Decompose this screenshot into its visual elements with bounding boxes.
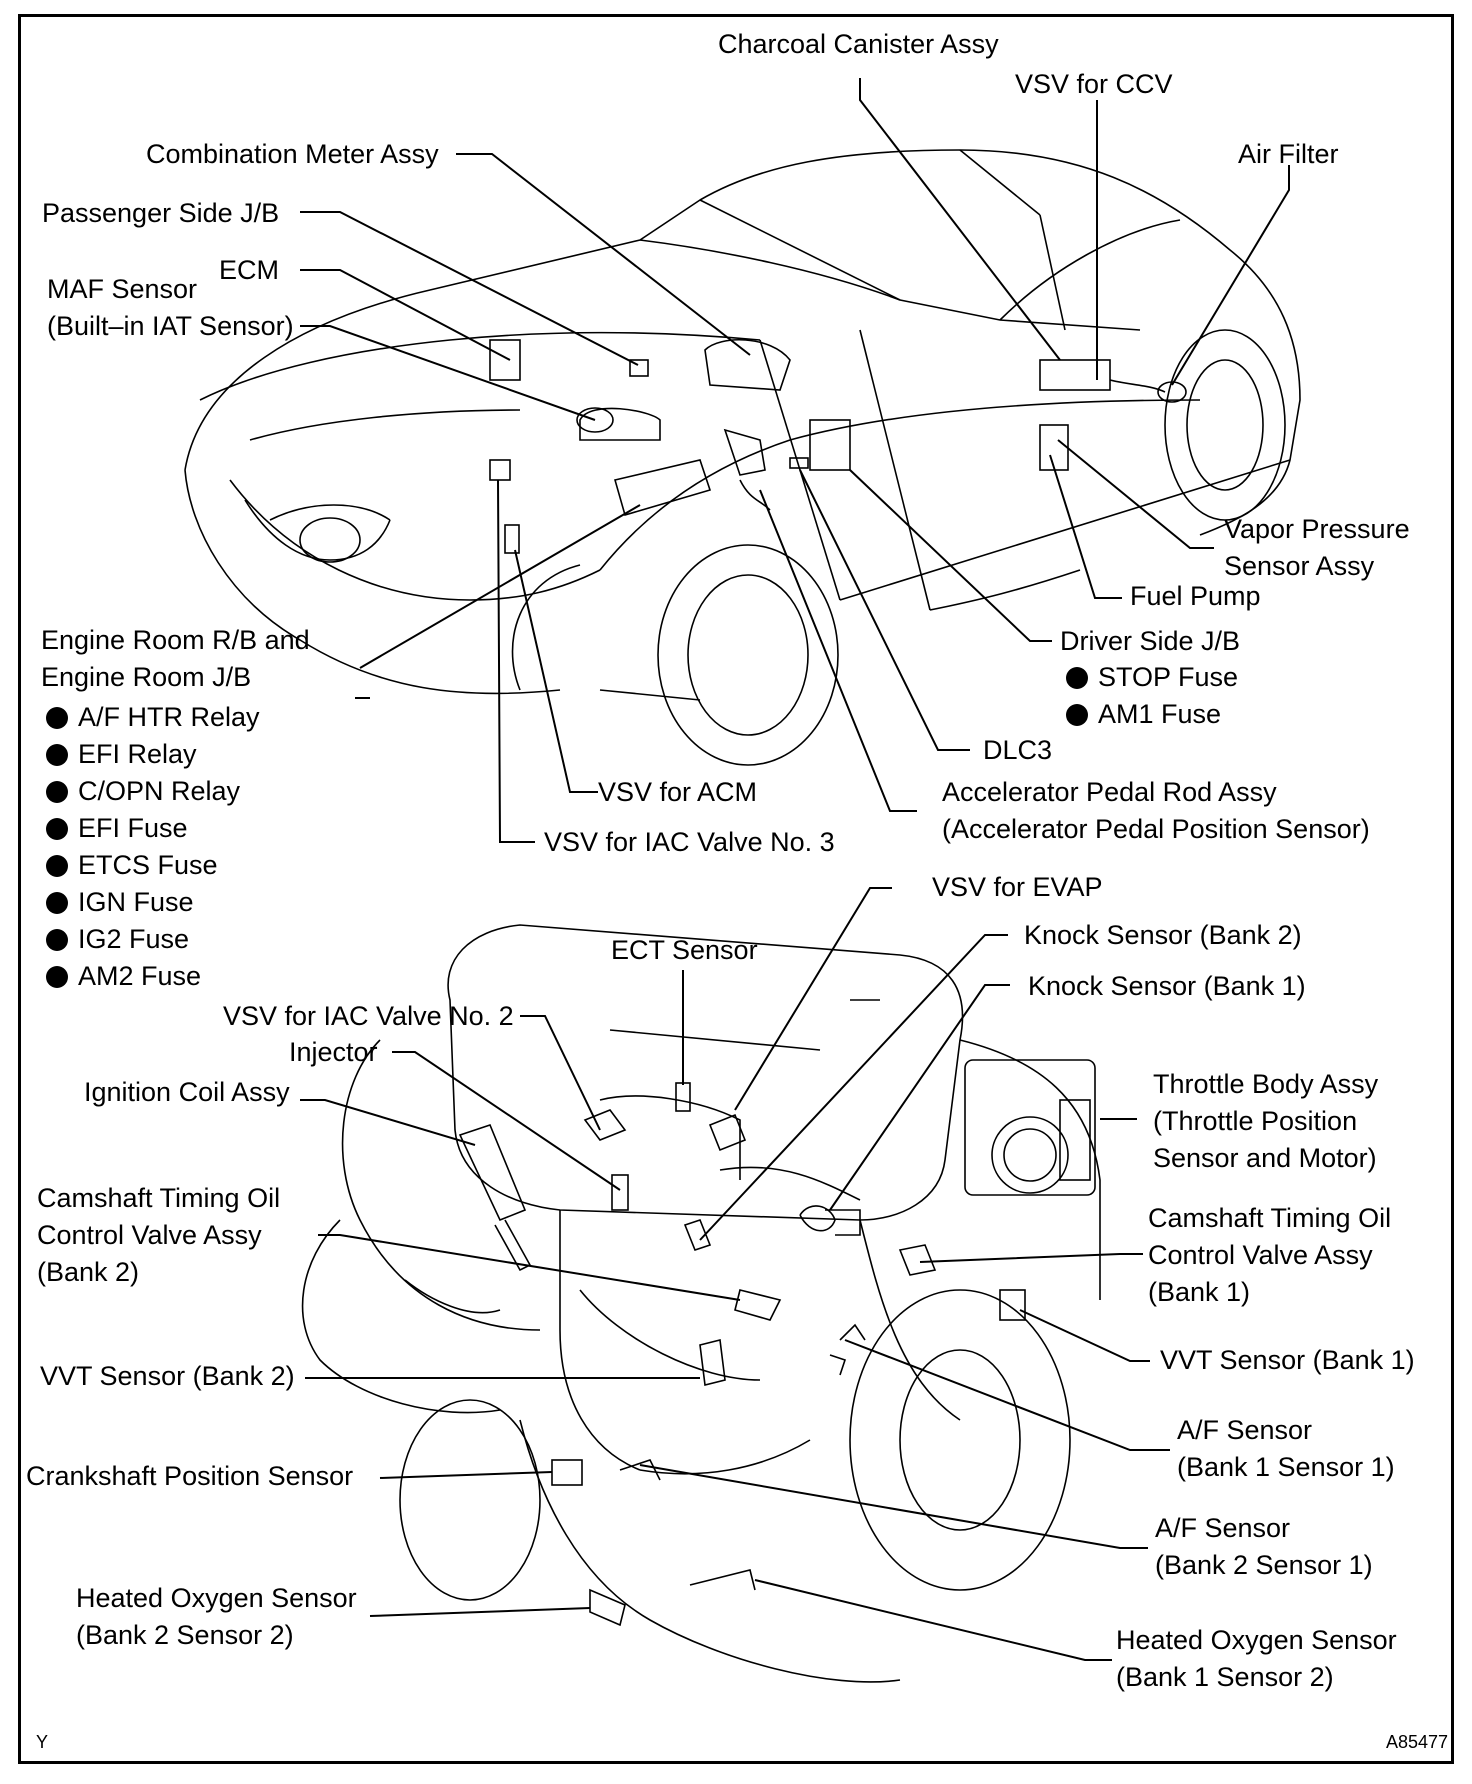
- bullet-dot-icon: [46, 818, 68, 840]
- bullet-dot-icon: [46, 781, 68, 803]
- label-fuel-pump: Fuel Pump: [1130, 581, 1261, 611]
- engine-room-item: C/OPN Relay: [46, 773, 260, 810]
- engine-room-item-label: A/F HTR Relay: [78, 702, 260, 732]
- label-vsv-iac2: VSV for IAC Valve No. 2: [223, 1001, 514, 1031]
- label-combination-meter: Combination Meter Assy: [146, 139, 439, 169]
- label-maf-line2: (Built–in IAT Sensor): [47, 311, 294, 341]
- label-maf-line1: MAF Sensor: [47, 274, 198, 304]
- label-ho2-bank1-s2: Heated Oxygen Sensor (Bank 1 Sensor 2): [1116, 1622, 1397, 1696]
- label-vvt-bank2: VVT Sensor (Bank 2): [40, 1361, 295, 1391]
- label-vapor-line2: Sensor Assy: [1224, 551, 1375, 581]
- engine-room-item: IG2 Fuse: [46, 921, 260, 958]
- label-cam-b2-line1: Camshaft Timing Oil: [37, 1183, 281, 1213]
- label-cam-b2-line3: (Bank 2): [37, 1257, 140, 1287]
- label-injector: Injector: [289, 1037, 378, 1067]
- label-af-bank1-s1: A/F Sensor (Bank 1 Sensor 1): [1177, 1412, 1395, 1486]
- label-throttle-body: Throttle Body Assy (Throttle Position Se…: [1153, 1066, 1378, 1177]
- label-cam-b2-line2: Control Valve Assy: [37, 1220, 262, 1250]
- engine-outline: [301, 924, 1101, 1683]
- engine-components: [458, 1059, 1096, 1627]
- label-knock-bank1: Knock Sensor (Bank 1): [1028, 971, 1306, 1001]
- label-vapor-line1: Vapor Pressure: [1224, 514, 1410, 544]
- label-dlc3: DLC3: [983, 735, 1053, 765]
- engine-room-item-label: AM2 Fuse: [78, 961, 202, 991]
- label-vsv-acm: VSV for ACM: [598, 777, 758, 807]
- diagram-frame: [18, 14, 1454, 1764]
- label-throttle-line3: Sensor and Motor): [1153, 1143, 1377, 1173]
- car-wheels: [657, 329, 1286, 766]
- label-engine-room-line1: Engine Room R/B and: [41, 625, 310, 655]
- engine-room-item-label: EFI Relay: [78, 739, 197, 769]
- label-driver-jb: Driver Side J/B: [1060, 626, 1241, 656]
- driver-jb-item-label: STOP Fuse: [1098, 662, 1239, 692]
- driver-jb-item: STOP Fuse: [1066, 659, 1238, 696]
- label-ignition-coil: Ignition Coil Assy: [84, 1077, 290, 1107]
- car-outline: [184, 149, 1301, 701]
- engine-room-item: EFI Fuse: [46, 810, 260, 847]
- bullet-dot-icon: [46, 744, 68, 766]
- label-vsv-iac3: VSV for IAC Valve No. 3: [544, 827, 835, 857]
- label-knock-bank2: Knock Sensor (Bank 2): [1024, 920, 1302, 950]
- bullet-dot-icon: [46, 707, 68, 729]
- engine-room-item: IGN Fuse: [46, 884, 260, 921]
- label-vapor-pressure: Vapor Pressure Sensor Assy: [1224, 511, 1410, 585]
- driver-jb-item-label: AM1 Fuse: [1098, 699, 1222, 729]
- label-ho2-b1s2-line2: (Bank 1 Sensor 2): [1116, 1662, 1334, 1692]
- label-vsv-ccv: VSV for CCV: [1015, 69, 1173, 99]
- engine-room-item-label: C/OPN Relay: [78, 776, 241, 806]
- label-ho2-b2s2-line2: (Bank 2 Sensor 2): [76, 1620, 294, 1650]
- label-maf-sensor: MAF Sensor (Built–in IAT Sensor): [47, 271, 294, 345]
- label-ho2-bank2-s2: Heated Oxygen Sensor (Bank 2 Sensor 2): [76, 1580, 357, 1654]
- label-ho2-b1s2-line1: Heated Oxygen Sensor: [1116, 1625, 1397, 1655]
- label-cam-b1-line1: Camshaft Timing Oil: [1148, 1203, 1392, 1233]
- label-passenger-jb: Passenger Side J/B: [42, 198, 280, 228]
- label-af-b1s1-line1: A/F Sensor: [1177, 1415, 1313, 1445]
- label-air-filter: Air Filter: [1238, 139, 1339, 169]
- bullet-dot-icon: [46, 929, 68, 951]
- engine-room-item-label: IG2 Fuse: [78, 924, 190, 954]
- bullet-dot-icon: [46, 966, 68, 988]
- bullet-dot-icon: [1066, 667, 1088, 689]
- label-ecm: ECM: [219, 255, 279, 285]
- label-ect-sensor: ECT Sensor: [611, 935, 758, 965]
- bullet-dot-icon: [46, 855, 68, 877]
- engine-room-item: ETCS Fuse: [46, 847, 260, 884]
- label-accelerator-pedal: Accelerator Pedal Rod Assy (Accelerator …: [942, 774, 1370, 848]
- label-vsv-evap: VSV for EVAP: [932, 872, 1103, 902]
- driver-jb-item: AM1 Fuse: [1066, 696, 1238, 733]
- label-accel-line2: (Accelerator Pedal Position Sensor): [942, 814, 1370, 844]
- label-ho2-b2s2-line1: Heated Oxygen Sensor: [76, 1583, 357, 1613]
- label-crankshaft: Crankshaft Position Sensor: [26, 1461, 354, 1491]
- leader-lines: [300, 78, 1290, 1661]
- label-charcoal-canister: Charcoal Canister Assy: [718, 29, 999, 59]
- engine-room-item-label: EFI Fuse: [78, 813, 188, 843]
- label-accel-line1: Accelerator Pedal Rod Assy: [942, 777, 1277, 807]
- engine-room-item-label: ETCS Fuse: [78, 850, 218, 880]
- label-cam-b1-line2: Control Valve Assy: [1148, 1240, 1373, 1270]
- bullet-dot-icon: [1066, 704, 1088, 726]
- label-camshaft-bank2: Camshaft Timing Oil Control Valve Assy (…: [37, 1180, 280, 1291]
- label-engine-room: Engine Room R/B and Engine Room J/B: [41, 622, 310, 696]
- corner-mark-left: Y: [36, 1732, 49, 1752]
- label-throttle-line1: Throttle Body Assy: [1153, 1069, 1379, 1099]
- figure-code: A85477: [1386, 1732, 1449, 1752]
- label-throttle-line2: (Throttle Position: [1153, 1106, 1358, 1136]
- label-af-b2s1-line2: (Bank 2 Sensor 1): [1155, 1550, 1373, 1580]
- engine-room-item: A/F HTR Relay: [46, 699, 260, 736]
- label-af-bank2-s1: A/F Sensor (Bank 2 Sensor 1): [1155, 1510, 1373, 1584]
- engine-room-item: EFI Relay: [46, 736, 260, 773]
- label-cam-b1-line3: (Bank 1): [1148, 1277, 1251, 1307]
- car-components: [489, 338, 1187, 554]
- bullet-dot-icon: [46, 892, 68, 914]
- engine-room-item-label: IGN Fuse: [78, 887, 194, 917]
- label-af-b2s1-line1: A/F Sensor: [1155, 1513, 1291, 1543]
- label-engine-room-line2: Engine Room J/B: [41, 662, 252, 692]
- label-vvt-bank1: VVT Sensor (Bank 1): [1160, 1345, 1415, 1375]
- label-camshaft-bank1: Camshaft Timing Oil Control Valve Assy (…: [1148, 1200, 1391, 1311]
- label-af-b1s1-line2: (Bank 1 Sensor 1): [1177, 1452, 1395, 1482]
- engine-room-item: AM2 Fuse: [46, 958, 260, 995]
